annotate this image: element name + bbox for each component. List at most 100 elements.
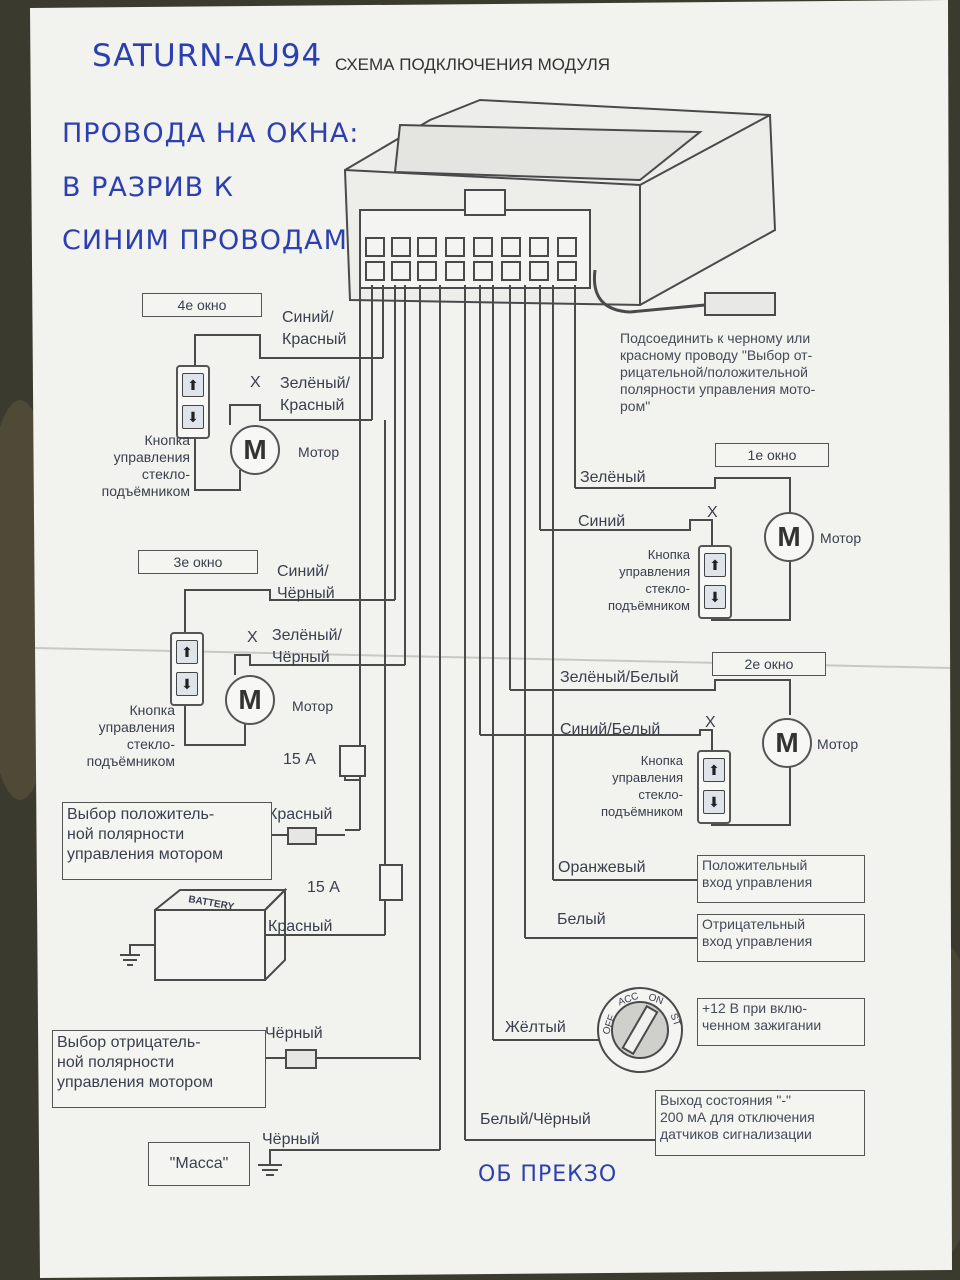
button-caption-1: Кнопка управления стекло- подъёмником [595, 546, 690, 614]
motor-1: M [764, 512, 814, 562]
caption-line: Кнопка [144, 432, 190, 448]
w1-wire1: Зелёный [580, 469, 646, 486]
button-caption-3: Кнопка управления стекло- подъёмником [60, 702, 175, 770]
arrow-up-icon: ⬆ [182, 373, 204, 397]
ground-box: "Масса" [148, 1142, 250, 1186]
w4-wire1-line2: Красный [282, 331, 347, 348]
box-line: управления мотором [67, 846, 224, 863]
caption-line: управления [98, 719, 175, 735]
orange-wire-label: Оранжевый [558, 859, 646, 876]
box-line: ной полярности [67, 826, 185, 843]
caption-line: управления [612, 770, 683, 785]
arrow-up-icon: ⬆ [704, 553, 726, 577]
motor-3: M [225, 675, 275, 725]
fuse-label-2: 15 А [307, 879, 340, 896]
positive-input-box: Положительный вход управления [697, 855, 865, 903]
arrow-down-icon: ⬇ [703, 790, 725, 814]
w4-wire2-line2: Красный [280, 397, 345, 414]
polarity-note-line: полярности управления мото- [620, 381, 816, 397]
x-mark: X [705, 714, 716, 731]
w2-wire2: Синий/Белый [560, 721, 661, 738]
window-2-label: 2е окно [712, 652, 826, 676]
caption-line: Кнопка [640, 753, 683, 768]
polarity-note-line: рицательной/положительной [620, 364, 808, 380]
w4-wire1-line1: Синий/ [282, 309, 334, 326]
caption-line: стекло- [638, 787, 683, 802]
window-button-4: ⬆ ⬇ [176, 365, 210, 439]
white-black-wire-label: Белый/Чёрный [480, 1111, 591, 1128]
ignition-box: +12 В при вклю- ченном зажигании [697, 998, 865, 1046]
button-caption-4: Кнопка управления стекло- подъёмником [100, 432, 190, 500]
w1-wire2: Синий [578, 513, 626, 530]
box-line: Выход состояния "-" [660, 1092, 791, 1108]
handwritten-note-line2: В РАЗРИВ К [62, 172, 234, 203]
w3-wire2-line2: Чёрный [272, 649, 330, 666]
status-output-box: Выход состояния "-" 200 мА для отключени… [655, 1090, 865, 1156]
caption-line: управления [619, 564, 690, 579]
motor-label: Мотор [298, 444, 340, 460]
caption-line: подъёмником [101, 483, 190, 499]
caption-line: подъёмником [607, 598, 690, 613]
arrow-down-icon: ⬇ [176, 672, 198, 696]
handwritten-scribble: ОБ ПРЕКЗО [478, 1162, 618, 1187]
w2-wire1: Зелёный/Белый [560, 669, 679, 686]
white-wire-label: Белый [557, 911, 606, 928]
box-line: вход управления [702, 933, 813, 949]
arrow-down-icon: ⬇ [704, 585, 726, 609]
red-wire-label-1: Красный [268, 806, 333, 823]
box-line: вход управления [702, 874, 813, 890]
negative-polarity-box: Выбор отрицатель- ной полярности управле… [52, 1030, 266, 1108]
box-line: ной полярности [57, 1054, 175, 1071]
arrow-down-icon: ⬇ [182, 405, 204, 429]
positive-polarity-box: Выбор положитель- ной полярности управле… [62, 802, 272, 880]
window-button-3: ⬆ ⬇ [170, 632, 204, 706]
caption-line: подъёмником [86, 753, 175, 769]
caption-line: стекло- [141, 466, 190, 482]
button-caption-2: Кнопка управления стекло- подъёмником [588, 752, 683, 820]
motor-label: Мотор [817, 736, 859, 752]
fuse-label-1: 15 А [283, 751, 316, 768]
w3-wire2-line1: Зелёный/ [272, 627, 342, 644]
box-line: Положительный [702, 857, 808, 873]
polarity-note-line: Подсоединить к черному или [620, 330, 811, 346]
box-line: управления мотором [57, 1074, 214, 1091]
motor-label: Мотор [820, 530, 862, 546]
box-line: Выбор положитель- [67, 806, 215, 823]
x-mark: X [247, 629, 258, 646]
polarity-note-line: ром" [620, 398, 651, 414]
diagram-title: СХЕМА ПОДКЛЮЧЕНИЯ МОДУЛЯ [335, 55, 611, 74]
arrow-up-icon: ⬆ [703, 758, 725, 782]
caption-line: стекло- [645, 581, 690, 596]
box-line: Выбор отрицатель- [57, 1034, 201, 1051]
caption-line: подъёмником [600, 804, 683, 819]
battery-body [154, 909, 266, 981]
box-line: Отрицательный [702, 916, 806, 932]
caption-line: Кнопка [129, 702, 175, 718]
x-mark: X [707, 504, 718, 521]
polarity-note: Подсоединить к черному или красному пров… [620, 330, 815, 415]
w3-wire1-line2: Чёрный [277, 585, 335, 602]
motor-2: M [762, 718, 812, 768]
caption-line: Кнопка [647, 547, 690, 562]
window-button-1: ⬆ ⬇ [698, 545, 732, 619]
window-3-label: 3е окно [138, 550, 258, 574]
handwritten-note-line3: СИНИМ ПРОВОДАМ [62, 225, 348, 256]
handwritten-note-line1: ПРОВОДА НА ОКНА: [62, 118, 360, 149]
box-line: +12 В при вклю- [702, 1000, 807, 1016]
black-wire-label-2: Чёрный [262, 1131, 320, 1148]
box-line: ченном зажигании [702, 1017, 822, 1033]
negative-input-box: Отрицательный вход управления [697, 914, 865, 962]
x-mark: X [250, 374, 261, 391]
motor-label: Мотор [292, 698, 334, 714]
w4-wire2-line1: Зелёный/ [280, 375, 350, 392]
yellow-wire-label: Жёлтый [505, 1019, 566, 1036]
window-4-label: 4е окно [142, 293, 262, 317]
box-line: датчиков сигнализации [660, 1126, 812, 1142]
box-line: 200 мА для отключения [660, 1109, 815, 1125]
motor-4: M [230, 425, 280, 475]
black-wire-label-1: Чёрный [265, 1025, 323, 1042]
caption-line: стекло- [126, 736, 175, 752]
w3-wire1-line1: Синий/ [277, 563, 329, 580]
window-button-2: ⬆ ⬇ [697, 750, 731, 824]
handwritten-model: SATURN-AU94 [92, 38, 323, 74]
